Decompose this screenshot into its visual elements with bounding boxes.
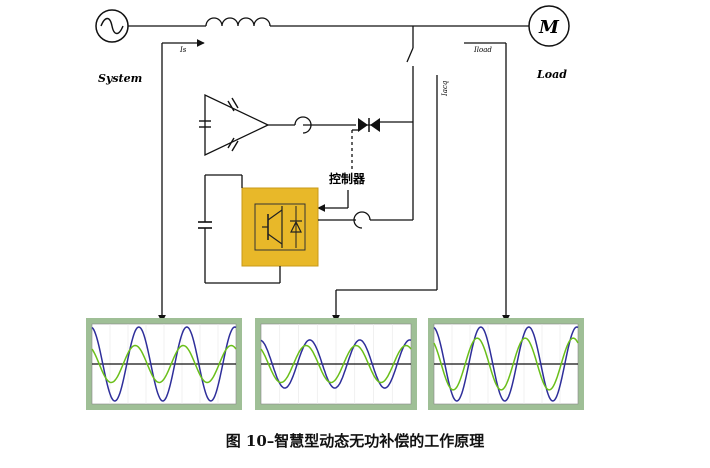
system-label: System — [98, 72, 142, 85]
switch-branch — [370, 26, 414, 221]
main-line — [128, 17, 529, 27]
scope-load-current — [428, 318, 584, 410]
motor-label: M — [538, 17, 560, 38]
scope-compensation-current — [255, 318, 417, 410]
blue-waveform — [91, 326, 237, 402]
green-waveform — [91, 344, 237, 384]
inductor-icon — [205, 17, 271, 27]
source-current-probe — [158, 39, 205, 323]
comp-current-label: Iacq — [441, 80, 449, 97]
figure-caption: 图 10–智慧型动态无功补偿的工作原理 — [225, 432, 485, 450]
igbt-line — [318, 211, 371, 229]
scope-system-current — [86, 318, 242, 410]
controller-block: 控制器 — [317, 129, 366, 212]
load-current-label: Iload — [473, 46, 492, 54]
igbt-module — [241, 187, 319, 267]
capacitor-bank — [199, 93, 356, 157]
dc-capacitor-loop — [198, 174, 281, 284]
blue-waveform — [433, 326, 579, 402]
scope-panels — [86, 318, 584, 410]
controller-label: 控制器 — [329, 171, 366, 186]
green-waveform — [260, 344, 412, 384]
motor-icon: M — [528, 5, 570, 47]
source-current-label: Is — [179, 46, 187, 54]
load-current-probe — [464, 42, 510, 323]
load-label: Load — [536, 68, 567, 81]
ac-source-icon — [95, 9, 129, 43]
blue-waveform — [260, 339, 412, 389]
green-waveform — [433, 337, 579, 391]
comp-current-probe — [332, 75, 438, 323]
thyristor-icon — [358, 118, 380, 132]
